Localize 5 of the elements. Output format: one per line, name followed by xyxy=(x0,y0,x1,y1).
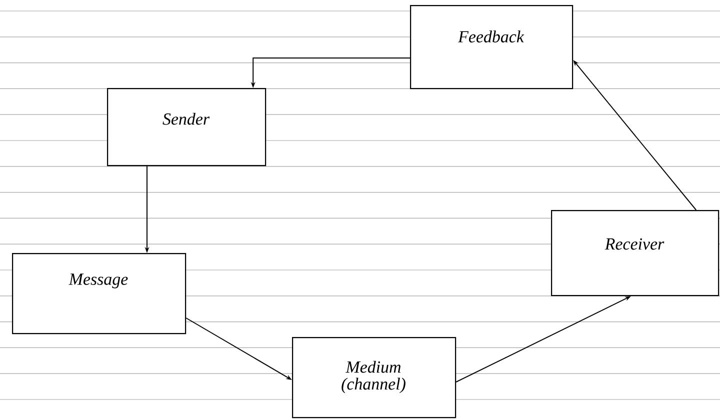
process-box: Feedback xyxy=(410,5,574,90)
process-box: Message xyxy=(12,253,186,334)
process-box: Receiver xyxy=(551,210,720,296)
process-box: Sender xyxy=(107,88,266,166)
process-box: Medium (channel) xyxy=(292,337,456,418)
